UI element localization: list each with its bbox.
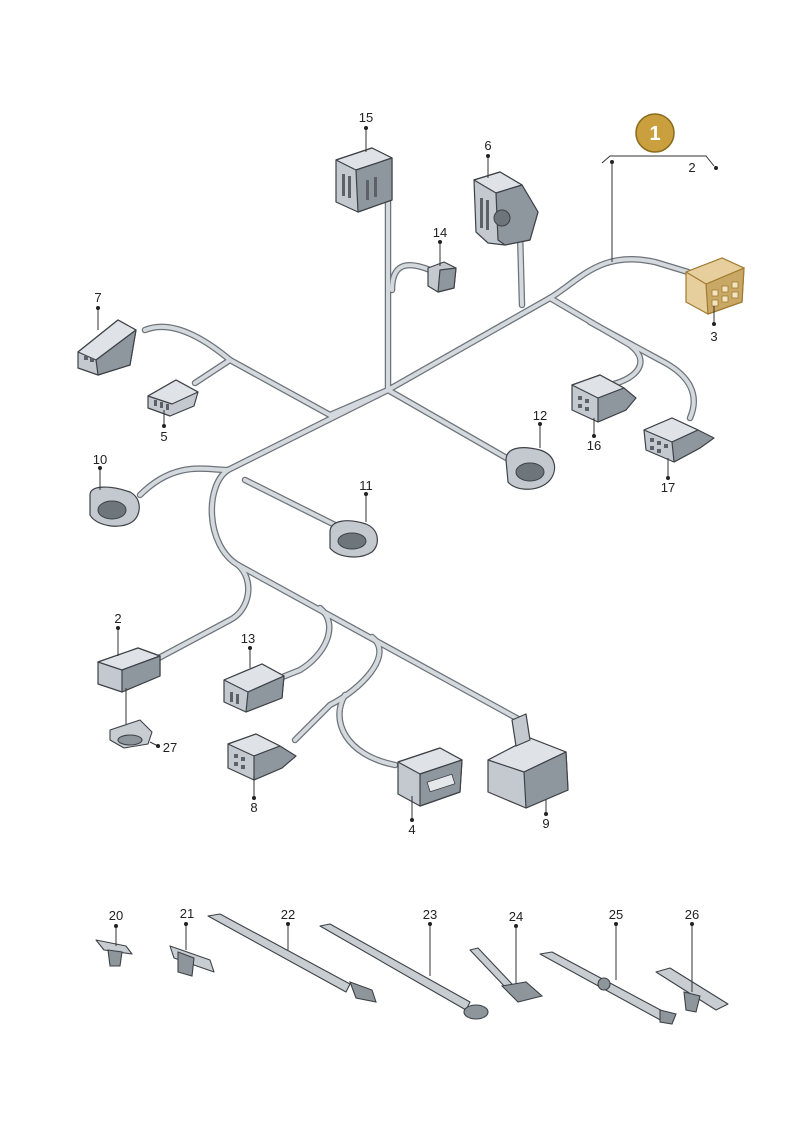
wire-segment xyxy=(390,263,432,292)
part-25 xyxy=(539,951,677,1025)
callout-12: 12 xyxy=(533,408,547,423)
part-21 xyxy=(169,945,215,977)
wire-segment xyxy=(138,466,230,497)
callout-4: 4 xyxy=(408,822,415,837)
badge-circle xyxy=(635,113,675,153)
wire-segment-outline xyxy=(151,561,252,664)
wire-segment xyxy=(588,320,696,420)
badge-number: 1 xyxy=(649,123,660,145)
wire-segment xyxy=(243,478,337,527)
callout-2-top: 2 xyxy=(688,160,695,175)
wire-segment xyxy=(209,388,390,567)
wire-segment xyxy=(193,358,232,385)
clip-27 xyxy=(109,719,153,749)
callout-27: 27 xyxy=(163,740,177,755)
connector-13 xyxy=(223,663,285,713)
wire-segment xyxy=(548,257,690,300)
callout-labels: 2 3 15 6 14 7 5 10 11 12 16 17 2 13 27 8… xyxy=(93,110,718,924)
callout-21: 21 xyxy=(180,906,194,921)
wire-segment xyxy=(153,563,251,662)
part-20 xyxy=(95,939,133,967)
callout-5: 5 xyxy=(160,429,167,444)
connector-3 xyxy=(685,257,745,315)
wire-segment xyxy=(143,324,232,362)
callout-20: 20 xyxy=(109,908,123,923)
connector-15 xyxy=(335,147,393,213)
connector-17 xyxy=(643,417,715,463)
callout-10: 10 xyxy=(93,452,107,467)
connector-7 xyxy=(77,319,137,376)
wire-segment xyxy=(228,358,332,417)
leader-lines xyxy=(96,126,718,992)
assembly-badge: 1 xyxy=(635,113,675,153)
callout-2-left: 2 xyxy=(114,611,121,626)
callout-6: 6 xyxy=(484,138,491,153)
callout-13: 13 xyxy=(241,631,255,646)
wire-segment xyxy=(293,635,382,742)
part-23 xyxy=(319,923,489,1020)
wire-segment xyxy=(337,693,397,767)
wire-segment xyxy=(328,388,390,417)
connector-10 xyxy=(89,486,140,527)
connector-11 xyxy=(329,520,378,558)
callout-23: 23 xyxy=(423,907,437,922)
connector-4 xyxy=(397,747,463,807)
callout-11: 11 xyxy=(359,478,373,493)
connector-6 xyxy=(473,171,539,246)
connector-2-left xyxy=(97,647,161,693)
callout-22: 22 xyxy=(281,907,295,922)
wiring-harness xyxy=(136,191,697,769)
connector-5 xyxy=(147,379,199,417)
callout-24: 24 xyxy=(509,909,523,924)
part-22 xyxy=(207,913,377,1003)
wire-segment xyxy=(278,606,332,680)
connector-8 xyxy=(227,733,297,781)
callout-16: 16 xyxy=(587,438,601,453)
callout-7: 7 xyxy=(94,290,101,305)
callout-17: 17 xyxy=(661,480,675,495)
callout-26: 26 xyxy=(685,907,699,922)
wire-segment xyxy=(518,230,524,307)
part-24 xyxy=(469,947,544,1003)
callout-14: 14 xyxy=(433,225,447,240)
wire-segment xyxy=(386,388,512,462)
callout-25: 25 xyxy=(609,907,623,922)
callout-8: 8 xyxy=(250,800,257,815)
connector-12 xyxy=(505,447,556,490)
connector-16 xyxy=(571,374,637,423)
callout-3: 3 xyxy=(710,329,717,344)
callout-9: 9 xyxy=(542,816,549,831)
connector-14 xyxy=(427,261,457,293)
callout-15: 15 xyxy=(359,110,373,125)
wire-segment xyxy=(386,296,552,392)
connector-9 xyxy=(487,713,569,809)
